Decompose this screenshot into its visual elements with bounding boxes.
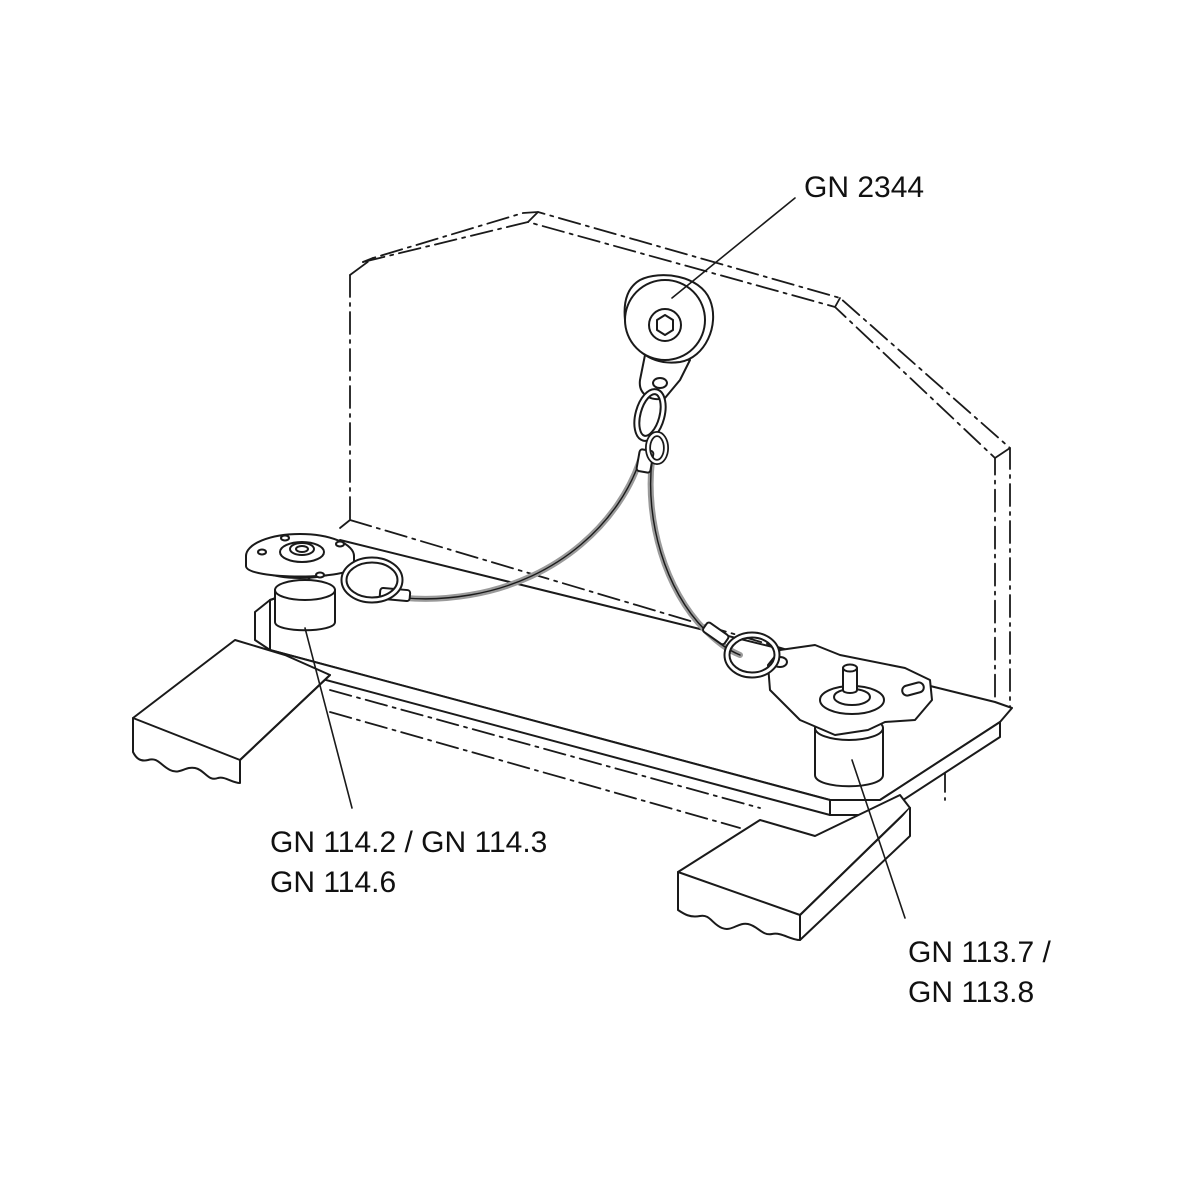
left-indexing-plunger bbox=[245, 533, 355, 632]
callout-gn-114: GN 114.2 / GN 114.3 GN 114.6 bbox=[270, 823, 547, 903]
right-indexing-plunger bbox=[767, 644, 933, 788]
callout-gn-2344: GN 2344 bbox=[804, 168, 924, 208]
left-rail bbox=[132, 639, 331, 784]
wall-anchor-lug bbox=[623, 274, 715, 400]
callout-gn-114-line2: GN 114.6 bbox=[270, 866, 397, 899]
right-rail bbox=[677, 794, 911, 941]
callout-gn-113: GN 113.7 / GN 113.8 bbox=[908, 933, 1051, 1013]
leader-lines bbox=[304, 197, 906, 919]
callout-gn-2344-text: GN 2344 bbox=[804, 171, 925, 204]
split-rings bbox=[340, 388, 781, 679]
callout-gn-114-line1: GN 114.2 / GN 114.3 bbox=[270, 826, 548, 859]
callout-gn-113-line2: GN 113.8 bbox=[908, 976, 1035, 1009]
callout-gn-113-line1: GN 113.7 / bbox=[908, 936, 1051, 969]
